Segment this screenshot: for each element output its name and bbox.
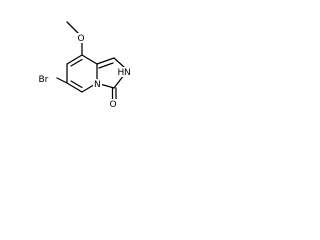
nh-hydrogen-label: H [118, 68, 125, 78]
bond-c1-n2 [113, 57, 125, 68]
bond-c8a-c1-double [98, 62, 114, 69]
bond-c8a-c1 [96, 57, 115, 65]
bond-c8-c8a [81, 54, 98, 65]
bond-c7-c8 [66, 54, 83, 65]
bond-methyl-o [66, 21, 80, 35]
methoxy-oxygen-label: O [78, 34, 85, 44]
atom-label-layer: O H N N O Br [37, 33, 132, 110]
bond-c5-c6 [66, 82, 83, 93]
nh-nitrogen-label: N [124, 68, 131, 78]
bond-c3-n4 [99, 83, 115, 89]
bond-layer [56, 21, 125, 101]
bond-c8-c7-inner [70, 58, 83, 67]
bond-c5-c6-inner [70, 80, 83, 89]
chemical-structure-diagram: O H N N O Br [37, 21, 132, 110]
bond-c6-br [56, 77, 68, 84]
bond-n2-c3 [113, 74, 125, 89]
bromine-label: Br [39, 75, 49, 85]
ring-nitrogen-label: N [94, 80, 101, 90]
structure-canvas: O H N N O Br [0, 0, 152, 152]
carbonyl-oxygen-label: O [110, 100, 117, 110]
